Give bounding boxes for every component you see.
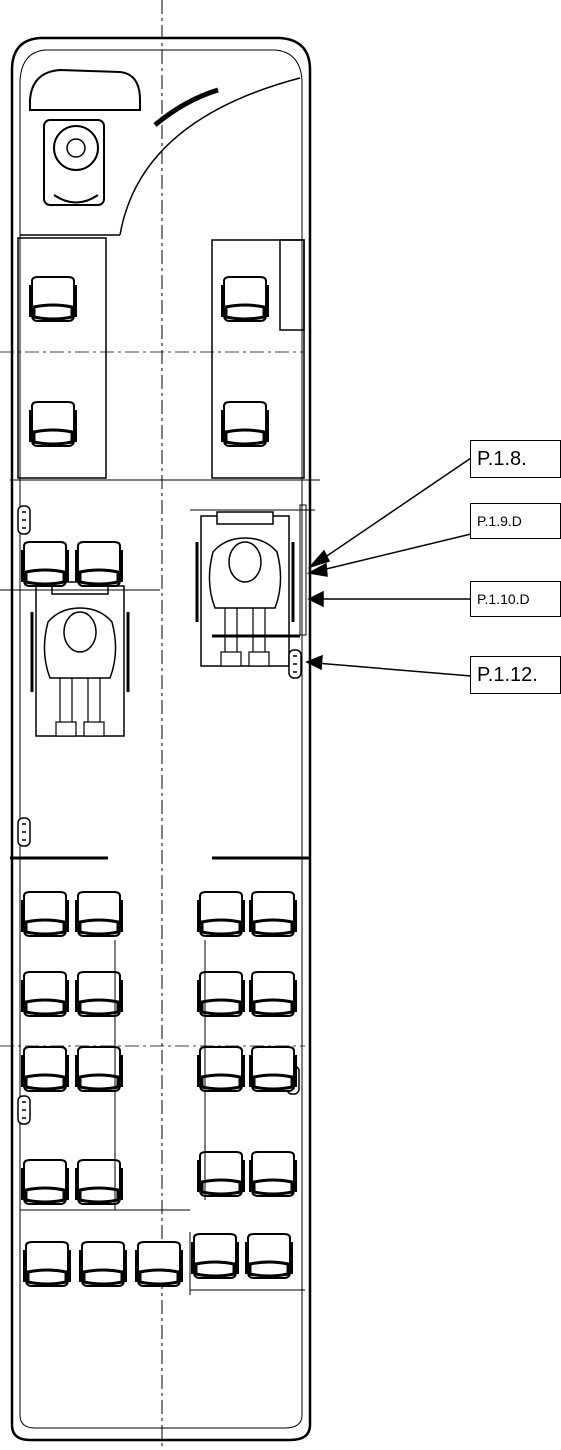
bus-inner-shell xyxy=(19,49,303,1429)
bus-outer-shell xyxy=(10,36,312,1442)
callout-p-1-9-d: P.1.9.D xyxy=(470,503,561,539)
usb-socket xyxy=(17,1095,31,1125)
wheelchair-left xyxy=(30,580,130,738)
callout-label: P.1.8. xyxy=(477,448,527,470)
callout-label: P.1.9.D xyxy=(477,513,522,529)
usb-socket xyxy=(17,505,31,535)
rear-seating xyxy=(20,890,298,1288)
callout-p-1-10-d: P.1.10.D xyxy=(470,581,561,617)
usb-socket xyxy=(17,817,31,847)
callout-label: P.1.12. xyxy=(477,664,538,686)
wheelchair-right xyxy=(195,510,295,668)
driver-area xyxy=(20,68,301,236)
front-compartments xyxy=(17,237,305,479)
usb-socket xyxy=(288,649,302,679)
leader-lines xyxy=(305,457,472,677)
wheelchair-bay xyxy=(190,504,315,638)
callout-p-1-8: P.1.8. xyxy=(470,440,561,478)
callout-p-1-12: P.1.12. xyxy=(470,656,561,694)
callout-label: P.1.10.D xyxy=(477,591,530,607)
